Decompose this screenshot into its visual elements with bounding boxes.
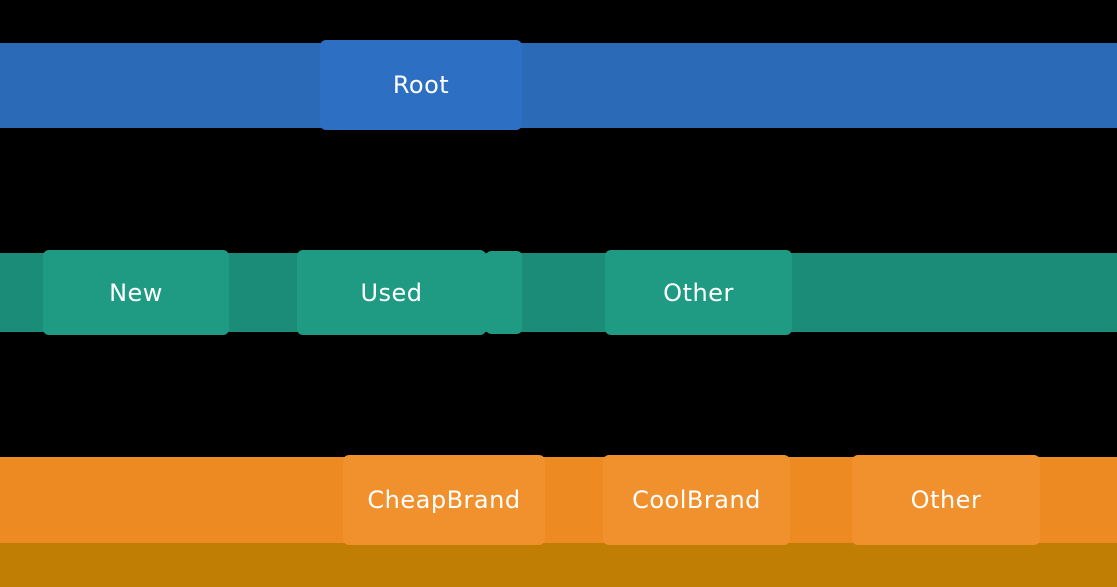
node-label: Other bbox=[663, 278, 734, 307]
node-label: CheapBrand bbox=[367, 486, 521, 514]
node-label: Root bbox=[392, 71, 450, 99]
node-cheapbrand-2[interactable]: CheapBrand bbox=[343, 455, 545, 545]
node-used-1[interactable]: Used bbox=[297, 250, 486, 335]
node-other-1[interactable]: Other bbox=[605, 250, 792, 335]
node-label: New bbox=[109, 278, 163, 307]
node-label: Used bbox=[360, 278, 423, 307]
node-other-2[interactable]: Other bbox=[852, 455, 1040, 545]
node-label: Other bbox=[910, 486, 982, 514]
bottom-level-strip bbox=[0, 543, 1117, 587]
node-label: CoolBrand bbox=[632, 486, 761, 514]
node-coolbrand-2[interactable]: CoolBrand bbox=[603, 455, 790, 545]
node-root-0[interactable]: Root bbox=[320, 40, 522, 130]
level-root-strip bbox=[0, 43, 1117, 128]
level-condition-highlight-filler bbox=[486, 251, 522, 334]
node-new-1[interactable]: New bbox=[43, 250, 229, 335]
